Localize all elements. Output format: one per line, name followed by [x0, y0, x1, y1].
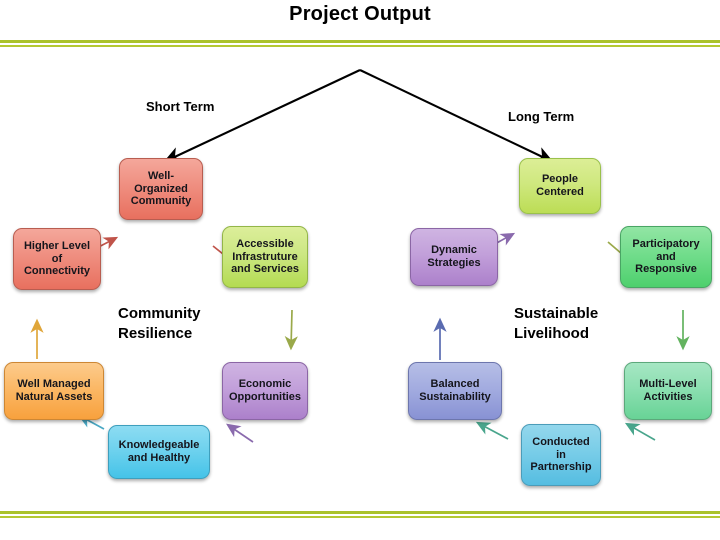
arrow-economic-to-knowledgeable — [226, 423, 254, 443]
divider-bar-thin — [0, 516, 720, 518]
cluster-label-community-resilience: Community Resilience — [118, 305, 201, 342]
arrow-multilevel-to-partnership — [624, 422, 656, 441]
arrow-infrastructure-to-economic — [284, 309, 298, 351]
node-participatory-and-responsive[interactable]: Participatory and Responsive — [620, 226, 712, 288]
node-knowledgeable-and-healthy[interactable]: Knowledgeable and Healthy — [108, 425, 210, 479]
divider-bar-gap — [0, 514, 720, 516]
split-arrow-right — [359, 69, 554, 163]
header-divider — [0, 40, 720, 47]
page-title: Project Output — [289, 3, 431, 25]
divider-bar-thick — [0, 511, 720, 514]
project-output-diagram: Short Term Long Term Community Resilienc… — [0, 48, 720, 510]
node-balanced-sustainability[interactable]: Balanced Sustainability — [408, 362, 502, 420]
node-well-organized-community[interactable]: Well- Organized Community — [119, 158, 203, 220]
footer-divider — [0, 511, 720, 518]
cluster-label-sustainable-livelihood: Sustainable Livelihood — [514, 305, 599, 342]
node-higher-level-of-connectivity[interactable]: Higher Level of Connectivity — [13, 228, 101, 290]
branch-label-long-term: Long Term — [508, 109, 575, 124]
branch-label-short-term: Short Term — [146, 99, 215, 114]
node-economic-opportunities[interactable]: Economic Opportunities — [222, 362, 308, 420]
node-dynamic-strategies[interactable]: Dynamic Strategies — [410, 228, 498, 286]
arrow-partnership-to-balanced — [475, 421, 509, 440]
node-multi-level-activities[interactable]: Multi-Level Activities — [624, 362, 712, 420]
divider-bar-thin — [0, 45, 720, 47]
divider-bar-thick — [0, 40, 720, 43]
divider-bar-gap — [0, 43, 720, 45]
node-well-managed-natural-assets[interactable]: Well Managed Natural Assets — [4, 362, 104, 420]
node-people-centered[interactable]: People Centered — [519, 158, 601, 214]
split-arrow-left — [163, 69, 361, 163]
node-accessible-infrastructure[interactable]: Accessible Infrastruture and Services — [222, 226, 308, 288]
node-conducted-in-partnership[interactable]: Conducted in Partnership — [521, 424, 601, 486]
